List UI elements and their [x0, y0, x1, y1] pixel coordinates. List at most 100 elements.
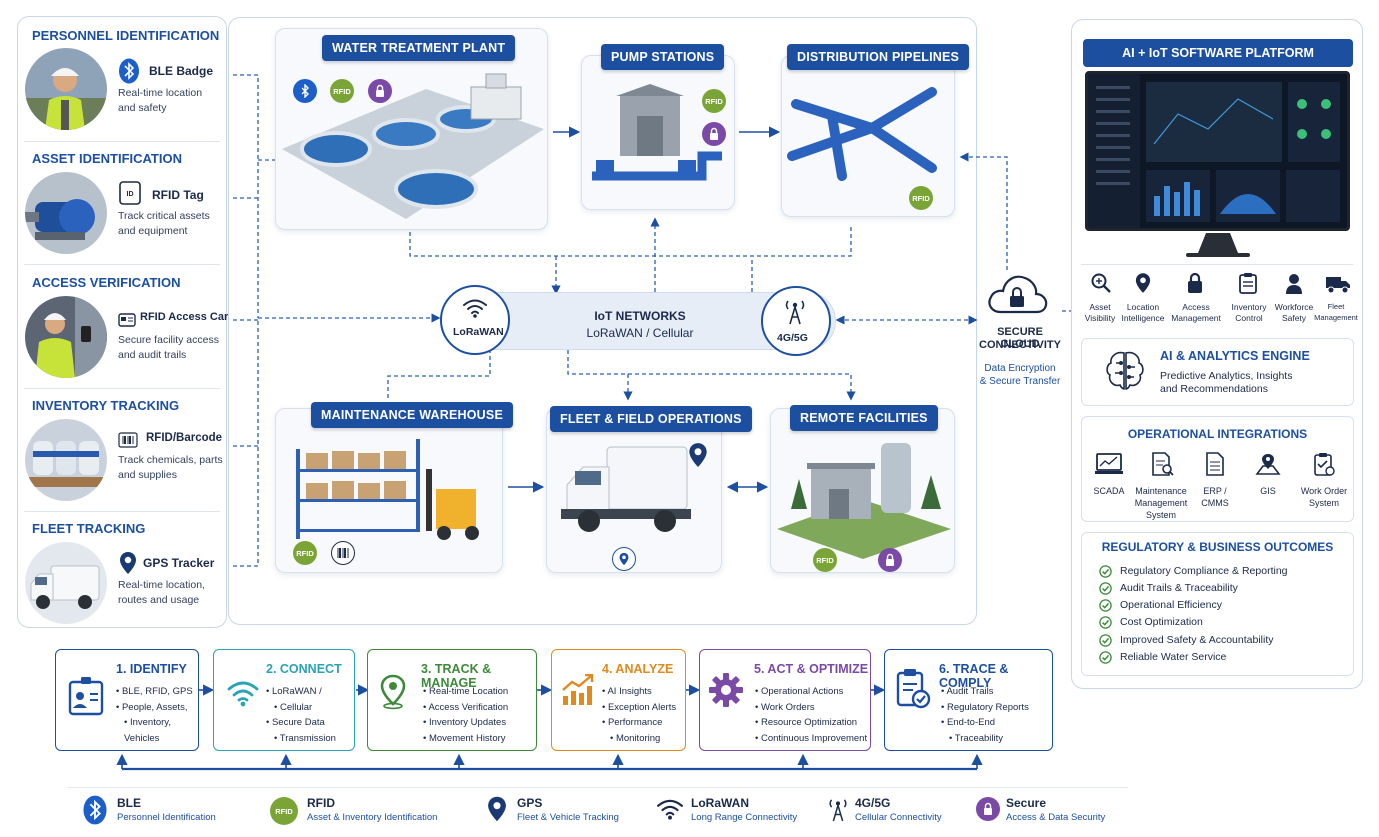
step-title: 4. ANALYZE — [602, 662, 674, 676]
tag-desc-gps-2: routes and usage — [118, 594, 200, 606]
wifi-step-icon — [226, 678, 260, 713]
wifi-icon — [462, 297, 488, 324]
check-icon — [1099, 582, 1112, 595]
integration-label: SCADA — [1093, 486, 1125, 496]
iot-network-subtitle: LoRaWAN / Cellular — [586, 326, 694, 340]
access-card-icon — [118, 313, 136, 332]
gis-map-icon — [1255, 452, 1281, 481]
tower-legend-icon — [826, 795, 850, 828]
bluetooth-badge-icon — [293, 79, 317, 103]
outcome-item: Reliable Water Service — [1120, 651, 1227, 663]
site-label-fleet: FLEET & FIELD OPERATIONS — [550, 406, 752, 432]
barcode-icon — [118, 432, 138, 453]
location-icon — [1135, 272, 1151, 299]
step-title: 5. ACT & OPTIMIZE — [754, 662, 869, 676]
check-icon — [1099, 616, 1112, 629]
rfid-badge-icon: RFID — [702, 89, 726, 113]
outcome-item: Cost Optimization — [1120, 616, 1203, 628]
step-items: Operational Actions Work Orders Resource… — [755, 684, 867, 746]
cloud-desc-1: Data Encryption — [984, 363, 1056, 374]
lock-badge-icon — [368, 79, 392, 103]
site-label-water-plant: WATER TREATMENT PLANT — [322, 35, 516, 61]
legend-title: GPS — [517, 796, 543, 810]
growth-chart-icon — [560, 673, 596, 711]
rfid-badge-icon: RFID — [293, 541, 317, 565]
site-label-remote: REMOTE FACILITIES — [790, 405, 938, 431]
step-items: Real-time Location Access Verification I… — [423, 684, 508, 746]
ai-engine-box — [1081, 338, 1354, 406]
rfid-badge-icon: RFID — [909, 186, 933, 210]
iot-network-title: IoT NETWORKS — [594, 309, 686, 323]
distribution-pipelines-card[interactable] — [781, 55, 955, 217]
section-title-asset: ASSET IDENTIFICATION — [32, 151, 182, 166]
divider — [24, 141, 220, 142]
tag-title-gps: GPS Tracker — [143, 556, 215, 570]
divider — [24, 264, 220, 265]
id-badge-icon — [68, 676, 104, 721]
outcome-item: Regulatory Compliance & Reporting — [1120, 565, 1288, 577]
legend-desc: Cellular Connectivity — [855, 812, 942, 823]
gear-icon — [708, 672, 744, 713]
lock-badge-icon — [878, 548, 902, 572]
legend-title: LoRaWAN — [691, 796, 749, 810]
pipeline-illustration — [787, 87, 937, 181]
barcode-badge-icon — [331, 541, 355, 565]
lorawan-node — [440, 285, 510, 355]
tag-desc-gps-1: Real-time location, — [118, 579, 205, 591]
check-icon — [1099, 599, 1112, 612]
fleet-photo — [25, 542, 107, 624]
maintenance-doc-icon — [1150, 452, 1174, 481]
work-order-icon — [1313, 452, 1335, 481]
integrations-box — [1081, 416, 1354, 522]
cell-tower-icon — [782, 297, 808, 330]
remote-facilities-card[interactable] — [770, 408, 955, 573]
legend-desc: Personnel Identification — [117, 812, 216, 823]
tag-title-ble: BLE Badge — [149, 64, 214, 78]
secure-cloud-icon — [985, 268, 1049, 323]
truck-illustration — [561, 446, 691, 532]
rfid-tag-icon: ID — [118, 180, 142, 211]
check-icon — [1099, 565, 1112, 578]
step-items: Audit Trails Regulatory Reports End-to-E… — [941, 684, 1028, 746]
dashboard-monitor — [1085, 71, 1350, 231]
tag-title-barcode: RFID/Barcode — [146, 432, 223, 444]
magnifier-icon — [1090, 272, 1112, 299]
maintenance-warehouse-card[interactable] — [275, 408, 503, 573]
section-title-access: ACCESS VERIFICATION — [32, 275, 181, 290]
integration-label: ERP /CMMS — [1201, 486, 1229, 508]
gps-pin-icon — [119, 551, 137, 580]
cellular-node — [761, 286, 831, 356]
step-trace-comply: 6. TRACE & COMPLY Audit Trails Regulator… — [884, 649, 1053, 751]
step-title: 1. IDENTIFY — [116, 662, 187, 676]
step-items: AI Insights Exception Alerts Performance… — [602, 684, 676, 746]
cellular-label: 4G/5G — [777, 332, 808, 344]
outcome-item: Operational Efficiency — [1120, 599, 1222, 611]
inventory-photo — [25, 419, 107, 501]
legend-desc: Asset & Inventory Identification — [307, 812, 438, 823]
legend-title: RFID — [307, 796, 335, 810]
section-title-personnel: PERSONNEL IDENTIFICATION — [32, 28, 220, 43]
cloud-title-2: CONNECTIVITY — [979, 339, 1061, 351]
integrations-title: OPERATIONAL INTEGRATIONS — [1127, 427, 1308, 441]
bluetooth-legend-icon — [82, 795, 108, 830]
tag-desc-rfid-1: Track critical assets — [118, 210, 210, 222]
water-treatment-plant-card[interactable] — [275, 28, 548, 230]
tag-title-access-card: RFID Access Card — [140, 311, 235, 323]
step-items: BLE, RFID, GPS People, Assets, Inventory… — [116, 684, 198, 746]
fleet-operations-card[interactable] — [546, 408, 722, 573]
access-photo — [25, 296, 107, 378]
cloud-title-1: SECURE CLOUD — [997, 326, 1043, 350]
step-identify: 1. IDENTIFY BLE, RFID, GPS People, Asset… — [55, 649, 199, 751]
location-pin-icon — [688, 442, 708, 473]
legend-title: 4G/5G — [855, 796, 891, 810]
svg-text:ID: ID — [127, 191, 134, 198]
legend-bar — [68, 787, 1128, 831]
map-pin-step-icon — [378, 674, 408, 715]
site-label-pump: PUMP STATIONS — [601, 44, 725, 70]
